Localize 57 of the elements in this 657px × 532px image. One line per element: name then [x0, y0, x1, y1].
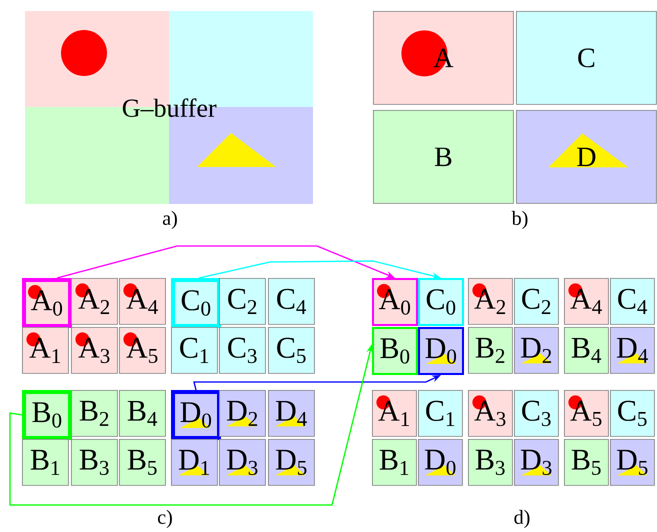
buffer-cell: D	[516, 110, 657, 204]
buffer-cell: D$_{4}$	[610, 327, 655, 374]
buffer-cell: C$_{1}$	[418, 390, 463, 437]
buffer-cell: B	[373, 110, 514, 204]
buffer-cell: B$_{0}$	[22, 390, 72, 440]
buffer-cell: D$_{1}$	[171, 439, 218, 486]
buffer-cell: D$_{0}$	[171, 390, 221, 440]
panel-label: b)	[512, 210, 528, 230]
buffer-cell: A$_{5}$	[564, 390, 609, 437]
buffer-cell: B$_{3}$	[468, 439, 513, 486]
buffer-cell: C	[516, 11, 657, 105]
buffer-cell: C$_{5}$	[268, 327, 315, 374]
buffer-cell: B$_{3}$	[71, 439, 118, 486]
buffer-cell: D$_{4}$	[268, 390, 315, 437]
panel-label: a)	[162, 210, 177, 230]
buffer-cell: B$_{5}$	[119, 439, 166, 486]
buffer-cell: B$_{4}$	[119, 390, 166, 437]
buffer-cell: B$_{4}$	[564, 327, 609, 374]
panel-label: c)	[158, 510, 172, 528]
buffer-cell: B$_{5}$	[564, 439, 609, 486]
buffer-cell: D$_{0}$	[418, 439, 463, 486]
buffer-cell: D$_{5}$	[268, 439, 315, 486]
buffer-cell: D$_{3}$	[219, 439, 266, 486]
buffer-cell: D$_{0}$	[418, 327, 464, 375]
buffer-cell: C$_{0}$	[171, 278, 221, 328]
buffer-cell: A$_{4}$	[564, 278, 609, 325]
buffer-cell: D$_{3}$	[514, 439, 559, 486]
buffer-cell: A$_{0}$	[372, 278, 418, 326]
buffer-cell: B$_{2}$	[71, 390, 118, 437]
buffer-cell: D$_{2}$	[514, 327, 559, 374]
buffer-cell: A$_{1}$	[22, 327, 69, 374]
buffer-cell: C$_{5}$	[610, 390, 655, 437]
buffer-cell: C$_{2}$	[219, 278, 266, 325]
gbuffer-panel: G–buffer	[25, 11, 313, 204]
node-label: D$_{0}$	[180, 402, 212, 428]
buffer-cell: A$_{2}$	[468, 278, 513, 325]
buffer-cell: D$_{5}$	[610, 439, 655, 486]
buffer-cell: A$_{3}$	[468, 390, 513, 437]
buffer-cell: B$_{2}$	[468, 327, 513, 374]
buffer-cell: B$_{0}$	[372, 327, 418, 375]
buffer-cell: C$_{4}$	[268, 278, 315, 325]
buffer-cell: C$_{3}$	[514, 390, 559, 437]
buffer-cell: B$_{1}$	[22, 439, 69, 486]
buffer-cell: A$_{1}$	[372, 390, 417, 437]
panel-label: d)	[514, 510, 530, 528]
buffer-cell: A$_{3}$	[71, 327, 118, 374]
buffer-cell: A$_{0}$	[22, 278, 72, 328]
buffer-cell: D$_{2}$	[219, 390, 266, 437]
buffer-cell: C$_{0}$	[418, 278, 464, 326]
buffer-cell: A$_{5}$	[119, 327, 166, 374]
buffer-cell: C$_{3}$	[219, 327, 266, 374]
buffer-cell: C$_{1}$	[171, 327, 218, 374]
buffer-cell: A$_{4}$	[119, 278, 166, 325]
buffer-cell: C$_{4}$	[610, 278, 655, 325]
buffer-cell: A$_{2}$	[71, 278, 118, 325]
buffer-cell: B$_{1}$	[372, 439, 417, 486]
buffer-cell: C$_{2}$	[514, 278, 559, 325]
